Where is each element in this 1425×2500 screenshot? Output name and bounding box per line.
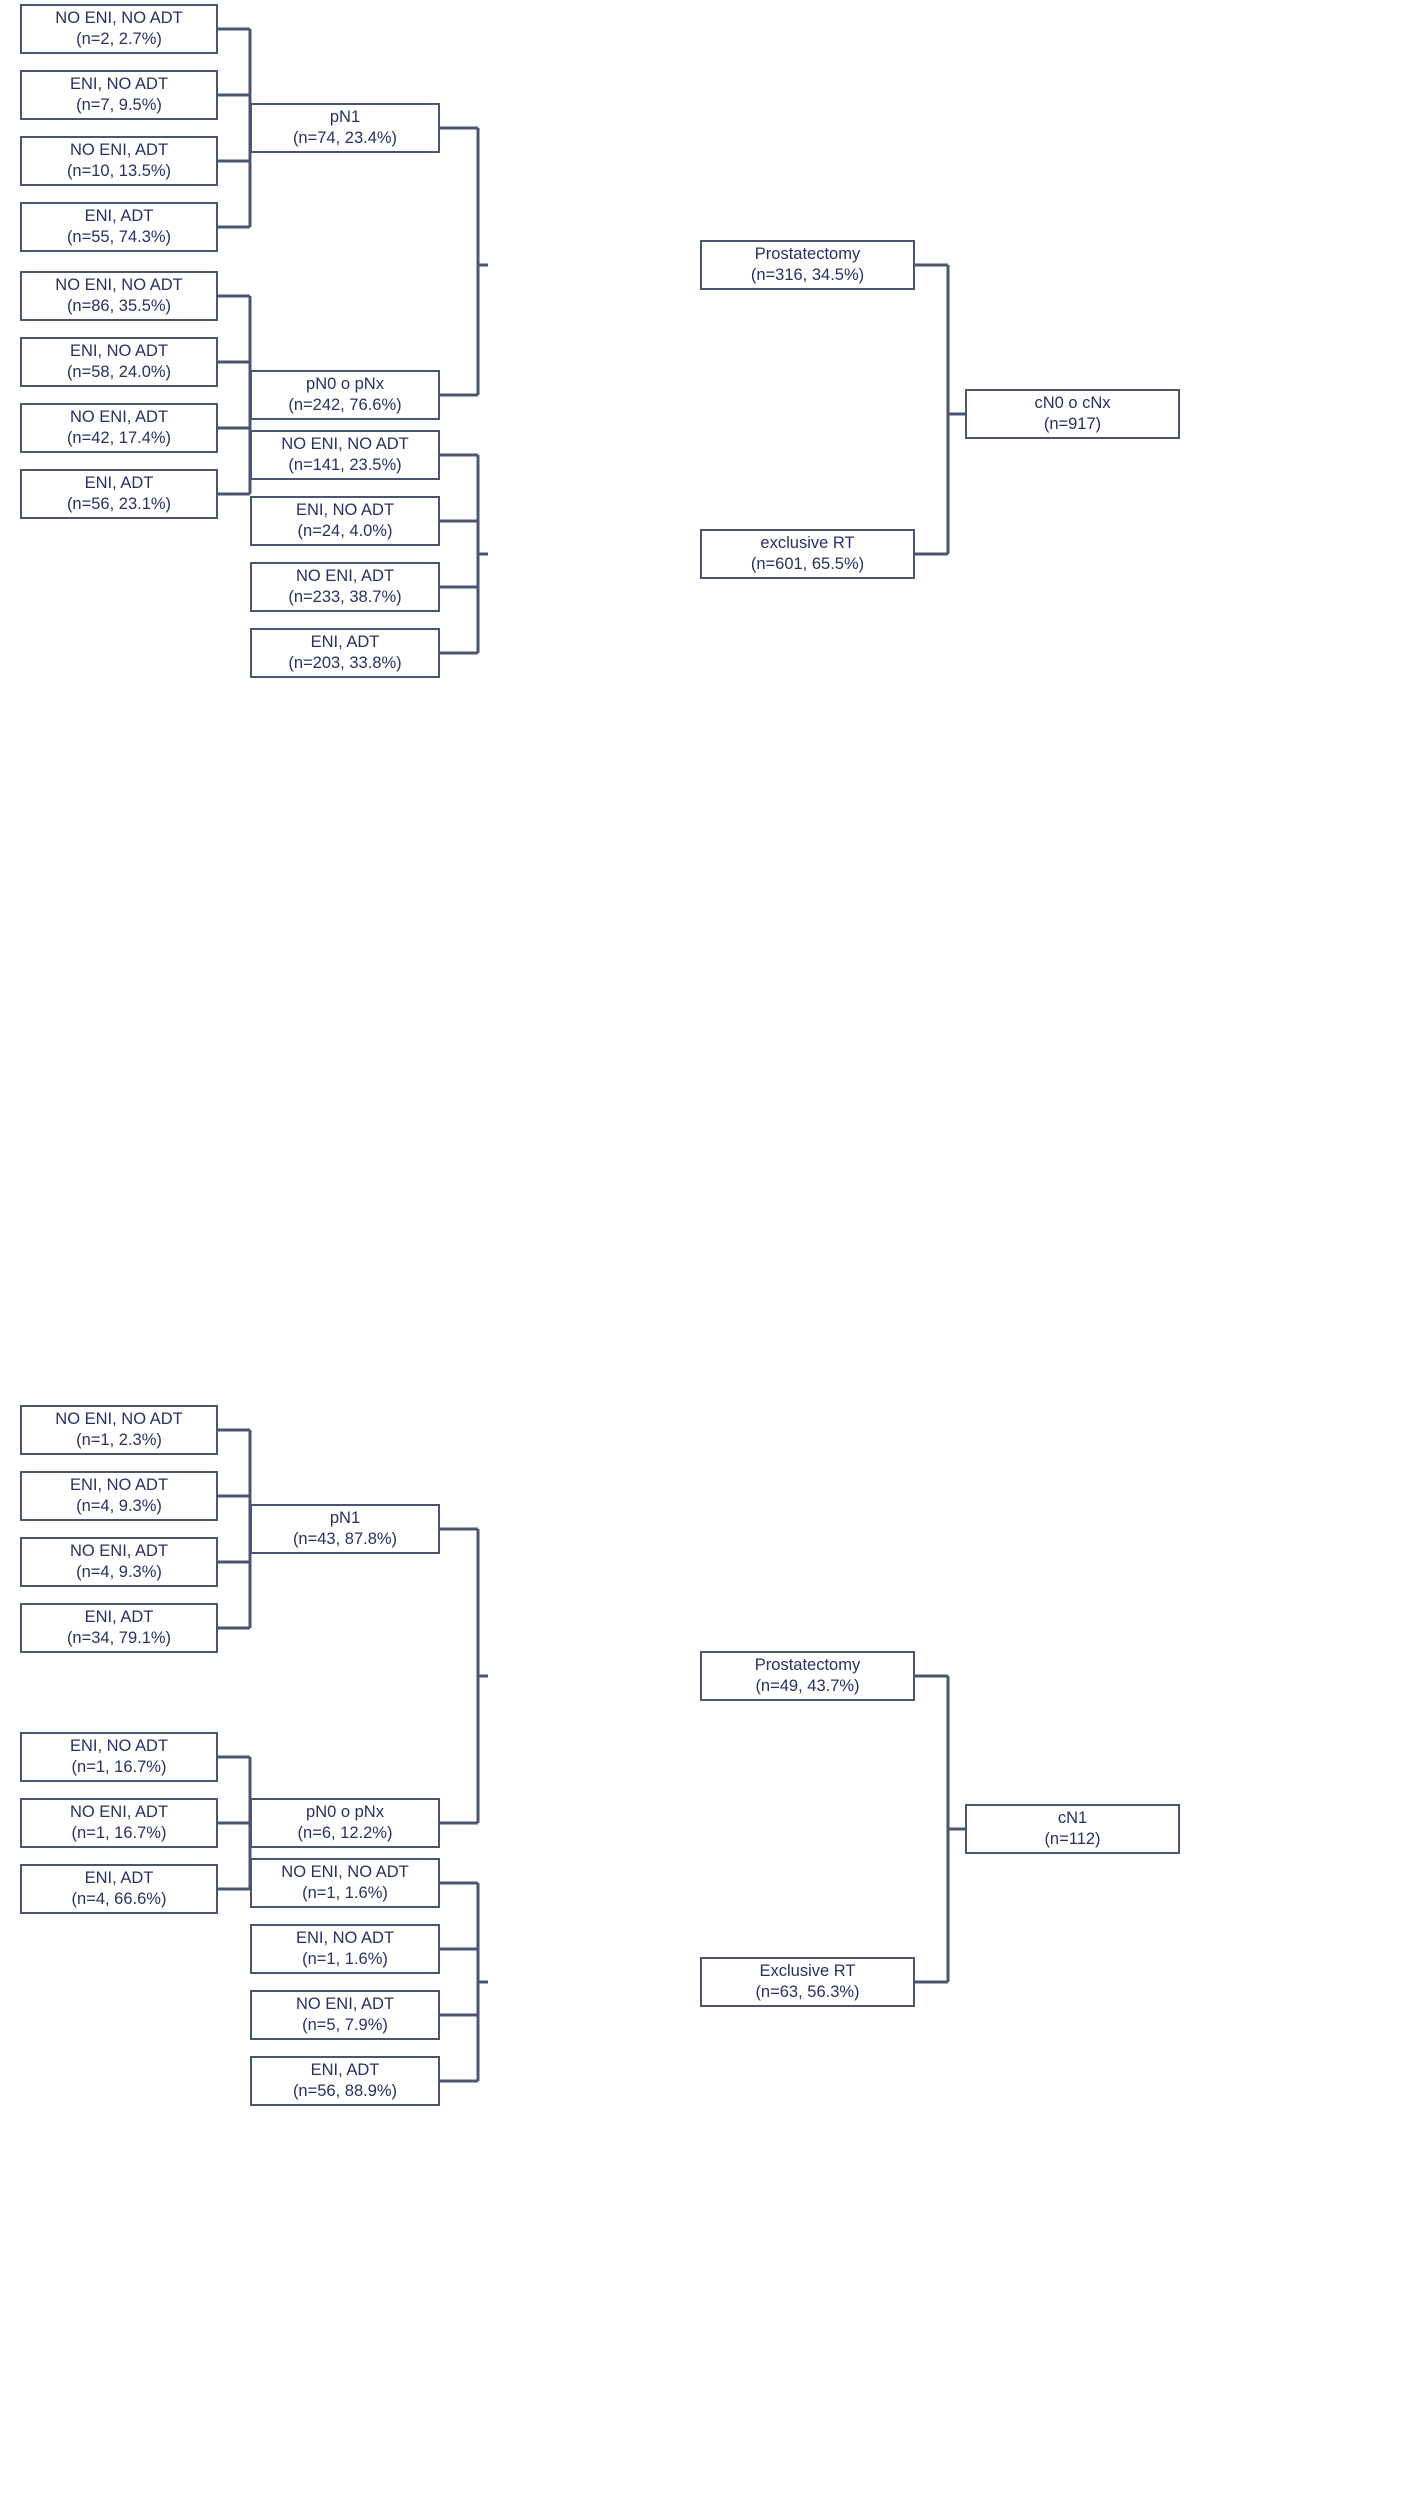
root-node-cn1: cN1 (n=112)	[965, 1804, 1180, 1854]
leaf-node: ENI, NO ADT (n=1, 16.7%)	[20, 1732, 218, 1782]
leaf-node: NO ENI, ADT (n=4, 9.3%)	[20, 1537, 218, 1587]
intermediate-node-pn1: pN1 (n=43, 87.8%)	[250, 1504, 440, 1554]
leaf-node: NO ENI, NO ADT (n=86, 35.5%)	[20, 271, 218, 321]
leaf-node: ENI, ADT (n=56, 88.9%)	[250, 2056, 440, 2106]
leaf-node: ENI, ADT (n=56, 23.1%)	[20, 469, 218, 519]
leaf-node: ENI, NO ADT (n=4, 9.3%)	[20, 1471, 218, 1521]
node-detail: (n=49, 43.7%)	[755, 1677, 860, 1695]
node-label: NO ENI, ADT	[69, 1802, 169, 1821]
node-detail: (n=141, 23.5%)	[288, 456, 402, 474]
node-detail: (n=601, 65.5%)	[750, 555, 865, 573]
node-detail: (n=316, 34.5%)	[750, 266, 865, 284]
node-detail: (n=112)	[1044, 1830, 1101, 1848]
leaf-node: ENI, ADT (n=34, 79.1%)	[20, 1603, 218, 1653]
node-detail: (n=4, 9.3%)	[76, 1563, 162, 1581]
node-detail: (n=55, 74.3%)	[66, 228, 172, 246]
leaf-node: NO ENI, ADT (n=42, 17.4%)	[20, 403, 218, 453]
node-detail: (n=56, 88.9%)	[292, 2082, 398, 2100]
node-label: NO ENI, ADT	[295, 1994, 395, 2013]
node-detail: (n=1, 1.6%)	[302, 1950, 388, 1968]
node-detail: (n=203, 33.8%)	[288, 654, 402, 672]
node-label: ENI, NO ADT	[69, 74, 169, 93]
node-label: NO ENI, NO ADT	[55, 1409, 183, 1428]
node-label: ENI, NO ADT	[295, 500, 395, 519]
node-label: cN0 o cNx	[1034, 393, 1111, 412]
node-label: ENI, NO ADT	[69, 1736, 169, 1755]
node-detail: (n=58, 24.0%)	[66, 363, 172, 381]
node-label: ENI, ADT	[84, 1868, 154, 1887]
leaf-node: NO ENI, ADT (n=233, 38.7%)	[250, 562, 440, 612]
node-label: pN0 o pNx	[306, 374, 384, 393]
leaf-node: NO ENI, NO ADT (n=2, 2.7%)	[20, 4, 218, 54]
node-detail: (n=233, 38.7%)	[288, 588, 402, 606]
intermediate-node-pn0-pnx: pN0 o pNx (n=242, 76.6%)	[250, 370, 440, 420]
node-detail: (n=43, 87.8%)	[292, 1530, 398, 1548]
node-detail: (n=4, 66.6%)	[71, 1890, 167, 1908]
node-detail: (n=6, 12.2%)	[297, 1824, 393, 1842]
node-label: Prostatectomy	[754, 1655, 861, 1674]
branch-node-exclusive-rt: exclusive RT (n=601, 65.5%)	[700, 529, 915, 579]
leaf-node: ENI, ADT (n=55, 74.3%)	[20, 202, 218, 252]
node-detail: (n=1, 16.7%)	[71, 1824, 167, 1842]
leaf-node: NO ENI, NO ADT (n=1, 2.3%)	[20, 1405, 218, 1455]
node-detail: (n=86, 35.5%)	[66, 297, 172, 315]
node-label: ENI, ADT	[84, 206, 154, 225]
branch-node-prostatectomy: Prostatectomy (n=49, 43.7%)	[700, 1651, 915, 1701]
node-detail: (n=42, 17.4%)	[66, 429, 172, 447]
node-label: NO ENI, NO ADT	[55, 8, 183, 27]
node-detail: (n=5, 7.9%)	[302, 2016, 388, 2034]
leaf-node: ENI, NO ADT (n=7, 9.5%)	[20, 70, 218, 120]
leaf-node: ENI, ADT (n=203, 33.8%)	[250, 628, 440, 678]
node-label: NO ENI, ADT	[69, 407, 169, 426]
node-label: pN0 o pNx	[306, 1802, 384, 1821]
node-detail: (n=2, 2.7%)	[76, 30, 162, 48]
node-label: pN1	[329, 107, 361, 126]
node-detail: (n=63, 56.3%)	[755, 1983, 860, 2001]
node-detail: (n=4, 9.3%)	[76, 1497, 162, 1515]
node-label: Exclusive RT	[759, 1961, 856, 1980]
node-label: ENI, ADT	[310, 2060, 380, 2079]
node-label: ENI, NO ADT	[69, 1475, 169, 1494]
node-label: NO ENI, NO ADT	[55, 275, 183, 294]
node-label: ENI, NO ADT	[69, 341, 169, 360]
intermediate-node-pn0-pnx: pN0 o pNx (n=6, 12.2%)	[250, 1798, 440, 1848]
node-detail: (n=917)	[1043, 415, 1102, 433]
node-label: ENI, ADT	[84, 1607, 154, 1626]
node-label: NO ENI, ADT	[69, 1541, 169, 1560]
leaf-node: ENI, NO ADT (n=1, 1.6%)	[250, 1924, 440, 1974]
node-label: ENI, ADT	[310, 632, 380, 651]
leaf-node: NO ENI, ADT (n=5, 7.9%)	[250, 1990, 440, 2040]
node-detail: (n=74, 23.4%)	[292, 129, 398, 147]
node-detail: (n=7, 9.5%)	[76, 96, 162, 114]
leaf-node: NO ENI, NO ADT (n=1, 1.6%)	[250, 1858, 440, 1908]
node-label: ENI, NO ADT	[295, 1928, 395, 1947]
node-detail: (n=242, 76.6%)	[288, 396, 402, 414]
node-detail: (n=10, 13.5%)	[66, 162, 172, 180]
node-detail: (n=1, 16.7%)	[71, 1758, 167, 1776]
node-label: cN1	[1057, 1808, 1088, 1827]
leaf-node: ENI, NO ADT (n=24, 4.0%)	[250, 496, 440, 546]
node-label: NO ENI, ADT	[295, 566, 395, 585]
node-label: NO ENI, NO ADT	[281, 1862, 409, 1881]
node-label: ENI, ADT	[84, 473, 154, 492]
node-detail: (n=1, 1.6%)	[302, 1884, 388, 1902]
branch-node-prostatectomy: Prostatectomy (n=316, 34.5%)	[700, 240, 915, 290]
node-detail: (n=24, 4.0%)	[297, 522, 393, 540]
intermediate-node-pn1: pN1 (n=74, 23.4%)	[250, 103, 440, 153]
node-label: NO ENI, NO ADT	[281, 434, 409, 453]
root-node-cn0-cnx: cN0 o cNx (n=917)	[965, 389, 1180, 439]
node-label: exclusive RT	[760, 533, 855, 552]
node-detail: (n=34, 79.1%)	[66, 1629, 172, 1647]
node-detail: (n=1, 2.3%)	[76, 1431, 162, 1449]
node-detail: (n=56, 23.1%)	[66, 495, 172, 513]
leaf-node: ENI, ADT (n=4, 66.6%)	[20, 1864, 218, 1914]
leaf-node: NO ENI, NO ADT (n=141, 23.5%)	[250, 430, 440, 480]
leaf-node: NO ENI, ADT (n=10, 13.5%)	[20, 136, 218, 186]
leaf-node: NO ENI, ADT (n=1, 16.7%)	[20, 1798, 218, 1848]
node-label: Prostatectomy	[754, 244, 861, 263]
node-label: NO ENI, ADT	[69, 140, 169, 159]
leaf-node: ENI, NO ADT (n=58, 24.0%)	[20, 337, 218, 387]
node-label: pN1	[329, 1508, 361, 1527]
branch-node-exclusive-rt: Exclusive RT (n=63, 56.3%)	[700, 1957, 915, 2007]
